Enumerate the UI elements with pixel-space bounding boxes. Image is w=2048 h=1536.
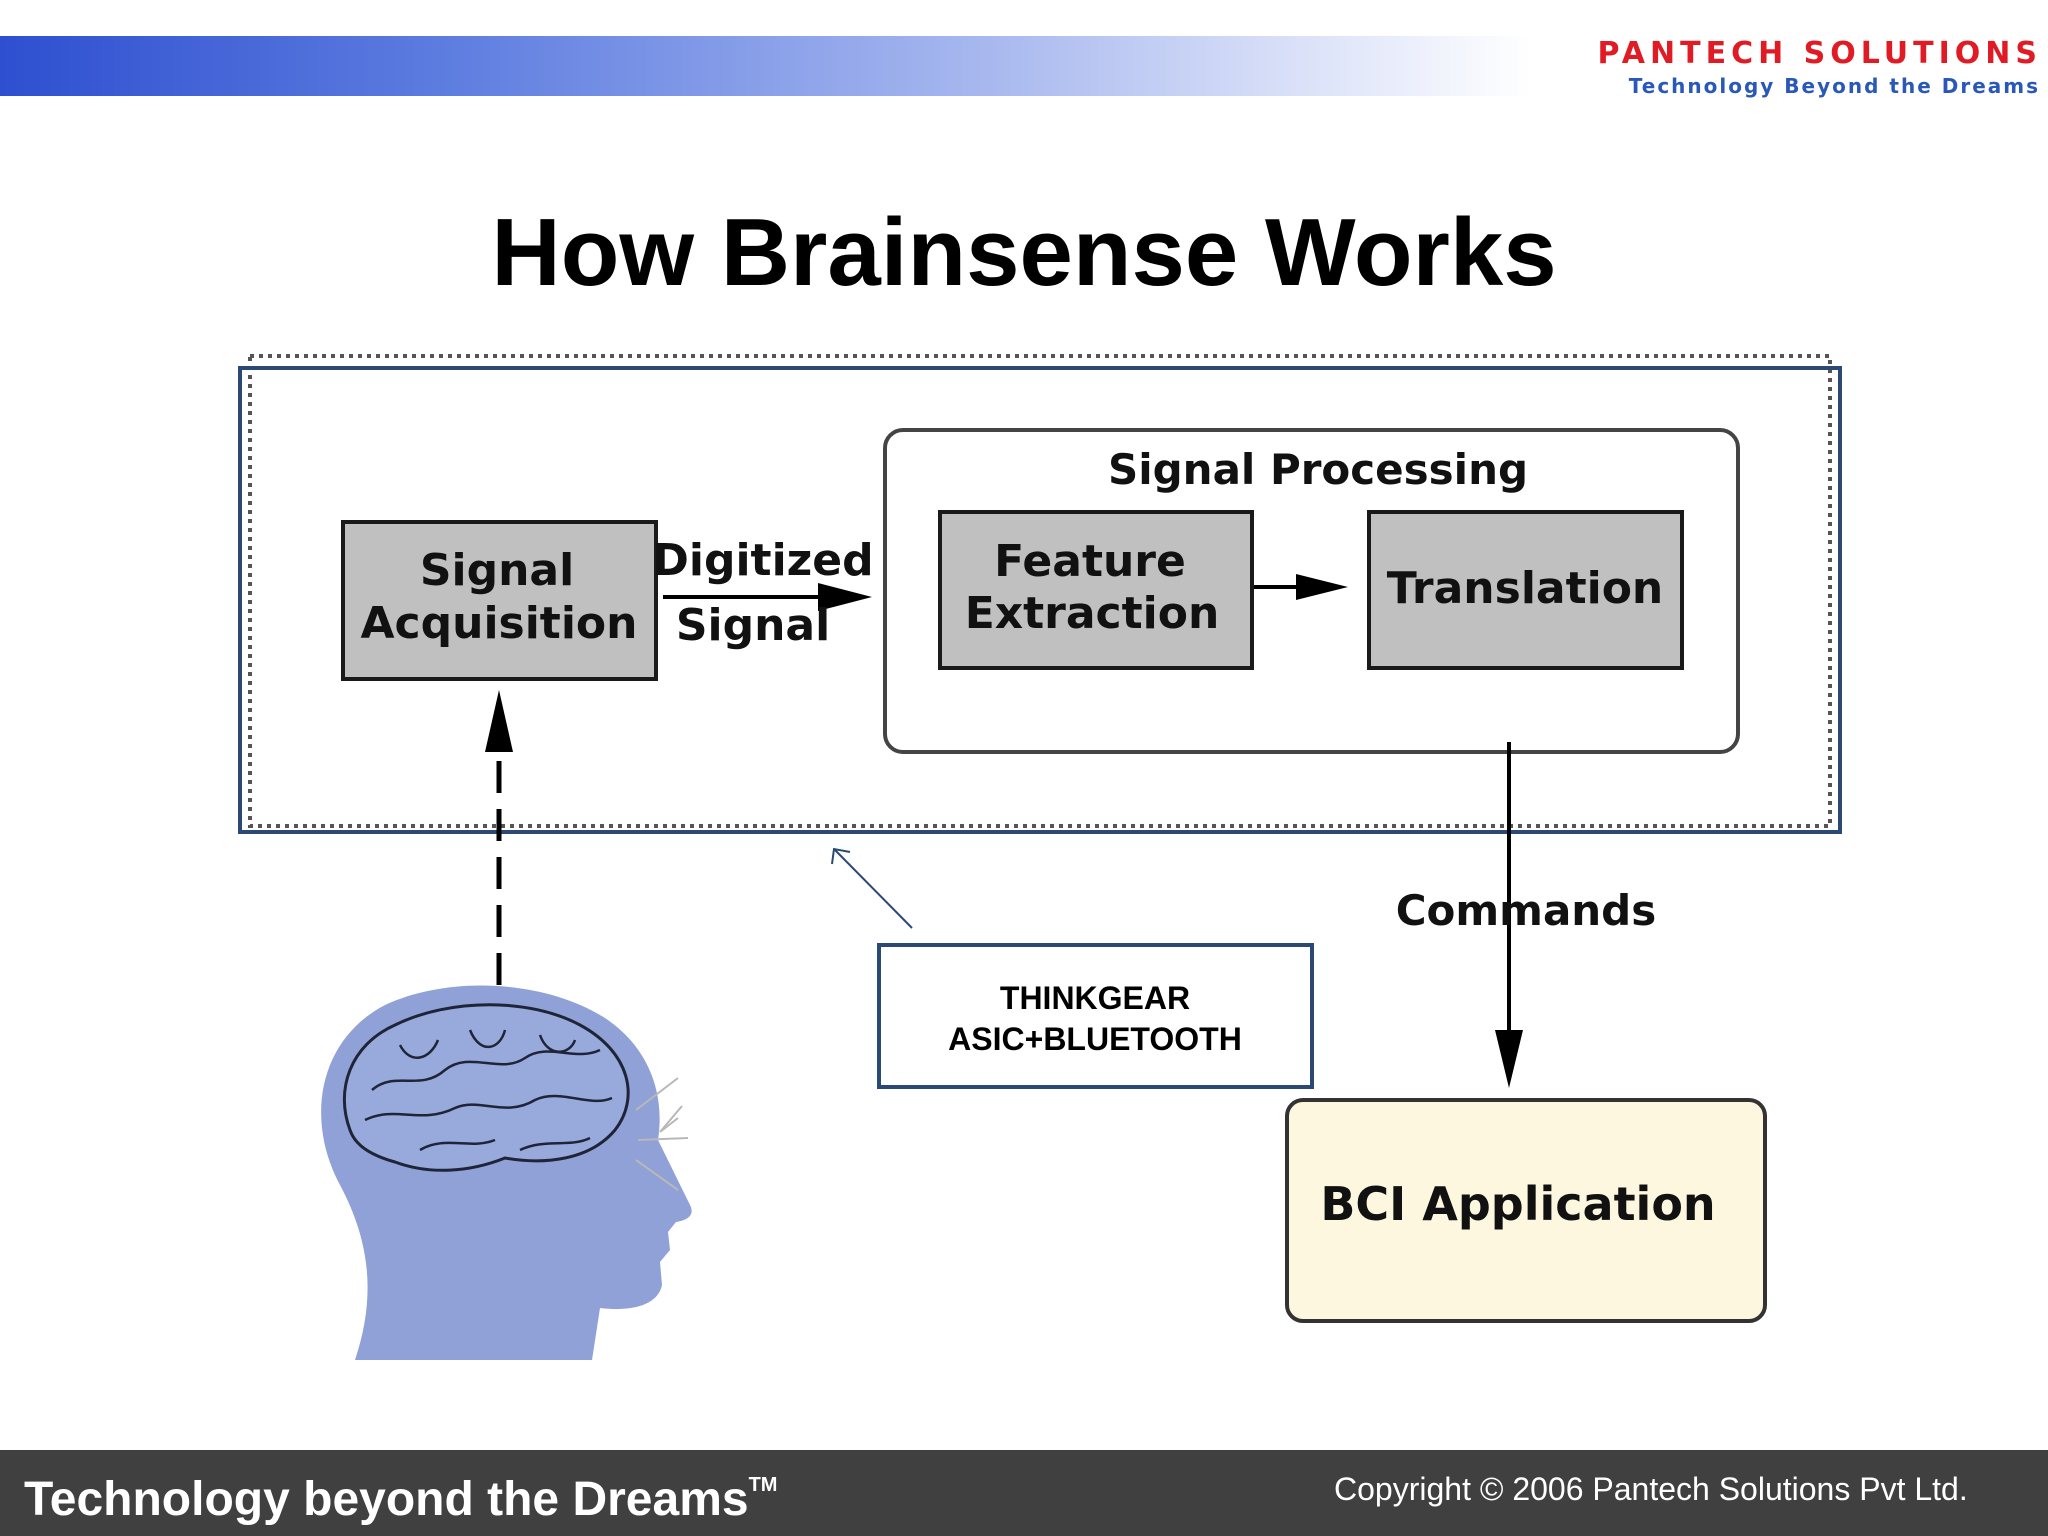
company-logo: PANTECH SOLUTIONS Technology Beyond the …: [1572, 36, 2048, 102]
digitized-signal-connector: Digitized Signal: [652, 535, 873, 651]
feature-extraction-label-1: Feature: [994, 536, 1186, 587]
system-dotted-boundary: [248, 354, 1832, 828]
footer-bar: Technology beyond the DreamsTM Copyright…: [0, 1450, 2048, 1536]
feature-extraction-block: Feature Extraction: [938, 510, 1254, 670]
footer-copyright: Copyright © 2006 Pantech Solutions Pvt L…: [1334, 1471, 1968, 1507]
thinkgear-module-frame: [238, 366, 1842, 834]
thinkgear-asic-box: THINKGEAR ASIC+BLUETOOTH: [877, 943, 1314, 1089]
trademark-mark: TM: [748, 1474, 778, 1496]
commands-connector: Commands: [1396, 742, 1657, 1088]
bci-application-block: BCI Application: [1285, 1098, 1767, 1323]
signal-acquisition-label-2: Acquisition: [361, 598, 638, 649]
digitized-signal-label-1: Digitized: [652, 535, 873, 586]
brain-signal-arrow: [485, 690, 513, 985]
header-gradient-bar: [0, 36, 1530, 96]
signal-processing-title: Signal Processing: [1108, 445, 1528, 494]
thinkgear-label-2: ASIC+BLUETOOTH: [948, 1021, 1242, 1057]
footer-tagline-text: Technology beyond the Dreams: [24, 1473, 749, 1526]
thinkgear-callout-arrow: [831, 847, 913, 929]
translation-block: Translation: [1367, 510, 1684, 670]
translation-label: Translation: [1387, 563, 1664, 614]
thinkgear-label-1: THINKGEAR: [1000, 980, 1190, 1016]
footer-tagline: Technology beyond the DreamsTM: [24, 1472, 777, 1527]
commands-label: Commands: [1396, 886, 1657, 935]
signal-acquisition-block: Signal Acquisition: [341, 520, 658, 681]
bci-application-label: BCI Application: [1320, 1177, 1715, 1231]
head-brain-icon: [321, 985, 692, 1360]
feature-extraction-label-2: Extraction: [965, 588, 1220, 639]
logo-name: PANTECH SOLUTIONS: [1597, 36, 2042, 71]
feature-to-translation-arrow: [1254, 574, 1348, 600]
digitized-signal-label-2: Signal: [676, 600, 830, 651]
signal-acquisition-label-1: Signal: [420, 545, 574, 596]
logo-tagline: Technology Beyond the Dreams: [1628, 74, 2040, 98]
slide-title: How Brainsense Works: [491, 199, 1557, 306]
